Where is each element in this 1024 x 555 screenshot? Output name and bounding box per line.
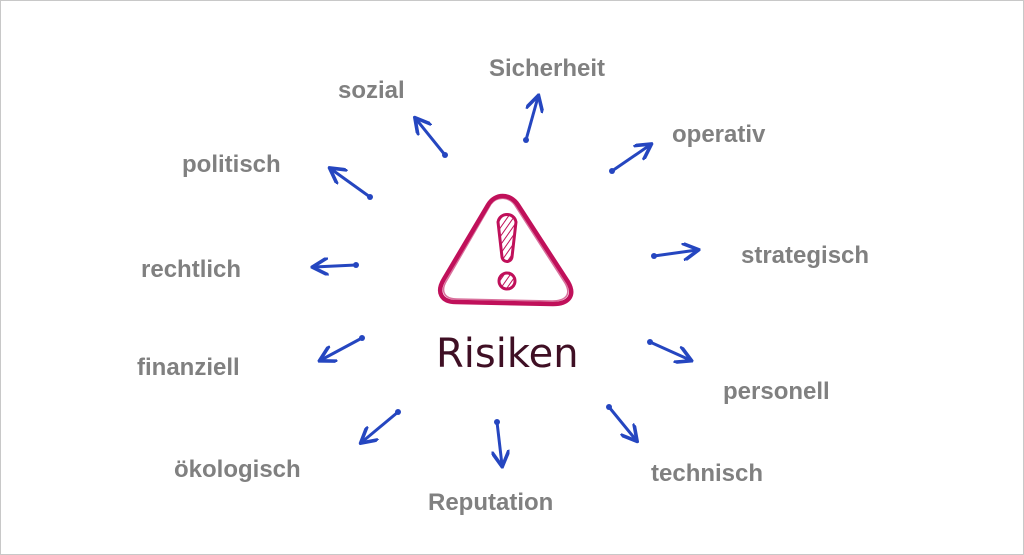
arrow-strategisch [652,250,697,256]
arrow-finanziell [321,336,364,360]
arrow-technisch [607,405,636,440]
arrow-sicherheit [524,97,538,142]
arrow-sozial [416,119,447,157]
category-label-operativ: operativ [672,121,766,148]
category-label-personell: personell [723,378,830,405]
category-label-reputation: Reputation [428,489,554,516]
arrow-reputation [497,420,502,465]
category-label-sozial: sozial [338,77,405,104]
category-label-finanziell: finanziell [137,354,240,381]
category-label-oekologisch: ökologisch [174,456,301,483]
arrow-rechtlich [314,265,358,267]
category-label-technisch: technisch [651,460,764,487]
arrow-operativ [610,145,650,173]
category-label-politisch: politisch [182,151,281,178]
category-label-rechtlich: rechtlich [141,256,242,283]
arrow-oekologisch [362,410,400,442]
arrow-politisch [331,169,372,199]
category-label-sicherheit: Sicherheit [489,55,606,82]
category-label-strategisch: strategisch [741,242,870,269]
arrow-personell [648,340,690,360]
center-label: Risiken [436,331,579,377]
